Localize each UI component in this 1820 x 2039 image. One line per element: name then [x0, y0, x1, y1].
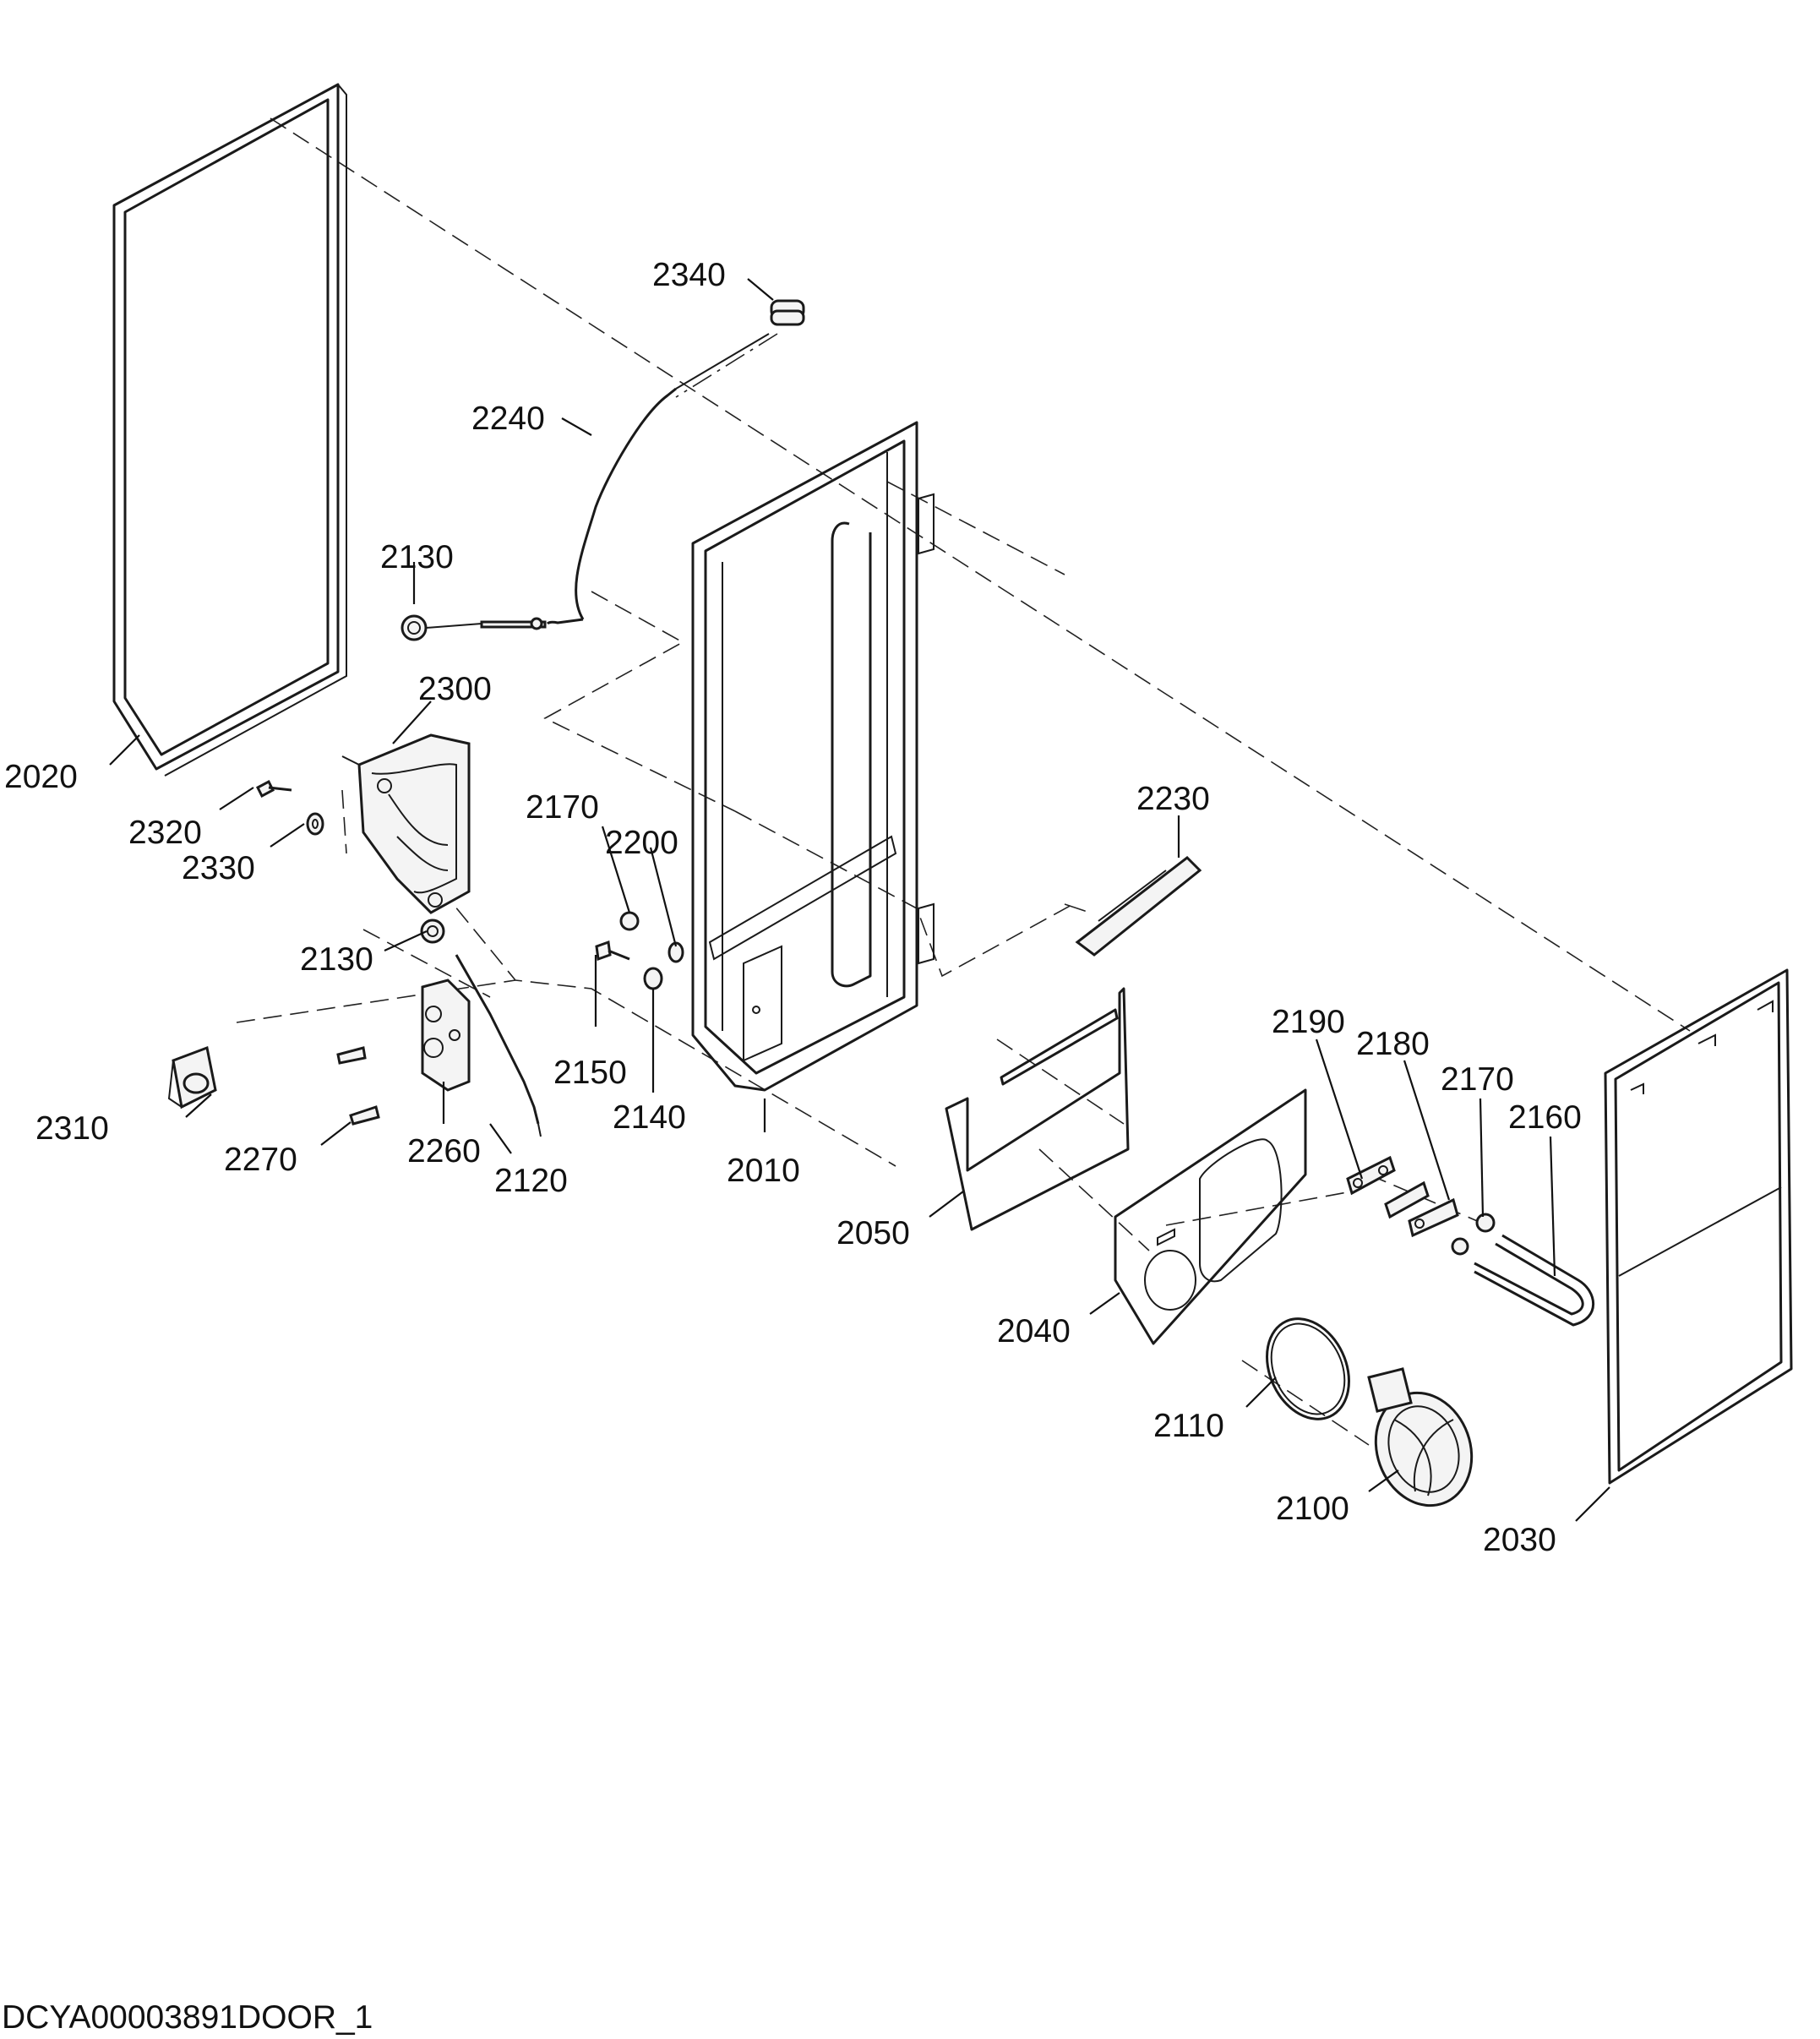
callout-2270: 2270 — [224, 1142, 297, 1178]
callout-2170-right: 2170 — [1441, 1061, 1514, 1098]
washer-2330 — [306, 812, 324, 836]
panel-2040 — [1114, 1088, 1307, 1345]
callout-2170-left: 2170 — [526, 789, 599, 826]
callout-2140: 2140 — [613, 1099, 686, 1136]
hinge-plate-2230 — [1075, 856, 1202, 957]
callout-2100: 2100 — [1276, 1491, 1349, 1527]
nut-2170-right — [1451, 1213, 1496, 1256]
door-liner-2010 — [691, 421, 935, 1092]
callout-2230: 2230 — [1136, 781, 1210, 817]
callout-2240: 2240 — [471, 401, 545, 437]
clip-2340 — [770, 299, 805, 326]
callout-2040: 2040 — [997, 1313, 1071, 1349]
callout-2110: 2110 — [1153, 1408, 1224, 1444]
assembly-lines — [236, 117, 1691, 1446]
callouts: 2020 2340 2240 2130 2300 2320 2330 2130 … — [4, 257, 1582, 1558]
screw-2320 — [256, 779, 292, 799]
callout-2010: 2010 — [727, 1153, 800, 1189]
nut-2130-lower — [420, 919, 445, 944]
callout-2050: 2050 — [836, 1215, 910, 1251]
nut-2130-top — [401, 614, 482, 641]
heater-2160 — [1474, 1234, 1595, 1327]
callout-2320: 2320 — [128, 815, 202, 851]
bracket-2190 — [1346, 1155, 1396, 1196]
screws-2270 — [336, 1046, 380, 1126]
bracket-2180 — [1384, 1180, 1459, 1238]
callout-2300: 2300 — [418, 671, 492, 707]
bracket-2310 — [167, 1045, 217, 1109]
callout-2340: 2340 — [652, 257, 726, 293]
callout-2030: 2030 — [1483, 1522, 1556, 1558]
callout-2200: 2200 — [605, 825, 678, 861]
callout-2130-lower: 2130 — [300, 941, 373, 978]
callout-2260: 2260 — [407, 1133, 481, 1169]
drawing-code: DCYA00003891DOOR_1 — [2, 1999, 373, 2036]
housing-2300 — [341, 733, 471, 914]
callout-2160: 2160 — [1508, 1099, 1582, 1136]
callout-2330: 2330 — [182, 850, 255, 886]
callout-2180: 2180 — [1356, 1026, 1430, 1062]
callout-2310: 2310 — [35, 1110, 109, 1147]
callout-2190: 2190 — [1272, 1004, 1345, 1040]
hinge-2260 — [421, 979, 471, 1092]
washer-2140 — [643, 967, 663, 990]
fan-2100 — [1367, 1367, 1474, 1507]
cable-2240 — [480, 333, 770, 630]
bolt-2150 — [595, 940, 630, 962]
wire-2120 — [455, 954, 542, 1137]
door-panel-2030 — [1604, 968, 1793, 1485]
callout-2150: 2150 — [553, 1055, 627, 1091]
callout-2020: 2020 — [4, 759, 78, 795]
nut-2170-left — [619, 911, 640, 931]
channel-2050 — [945, 987, 1130, 1231]
callout-2120: 2120 — [494, 1163, 568, 1199]
callout-2130-top: 2130 — [380, 539, 454, 575]
gasket-2020 — [112, 83, 347, 777]
ring-2110 — [1266, 1317, 1350, 1420]
leader-lines — [109, 278, 1610, 1522]
